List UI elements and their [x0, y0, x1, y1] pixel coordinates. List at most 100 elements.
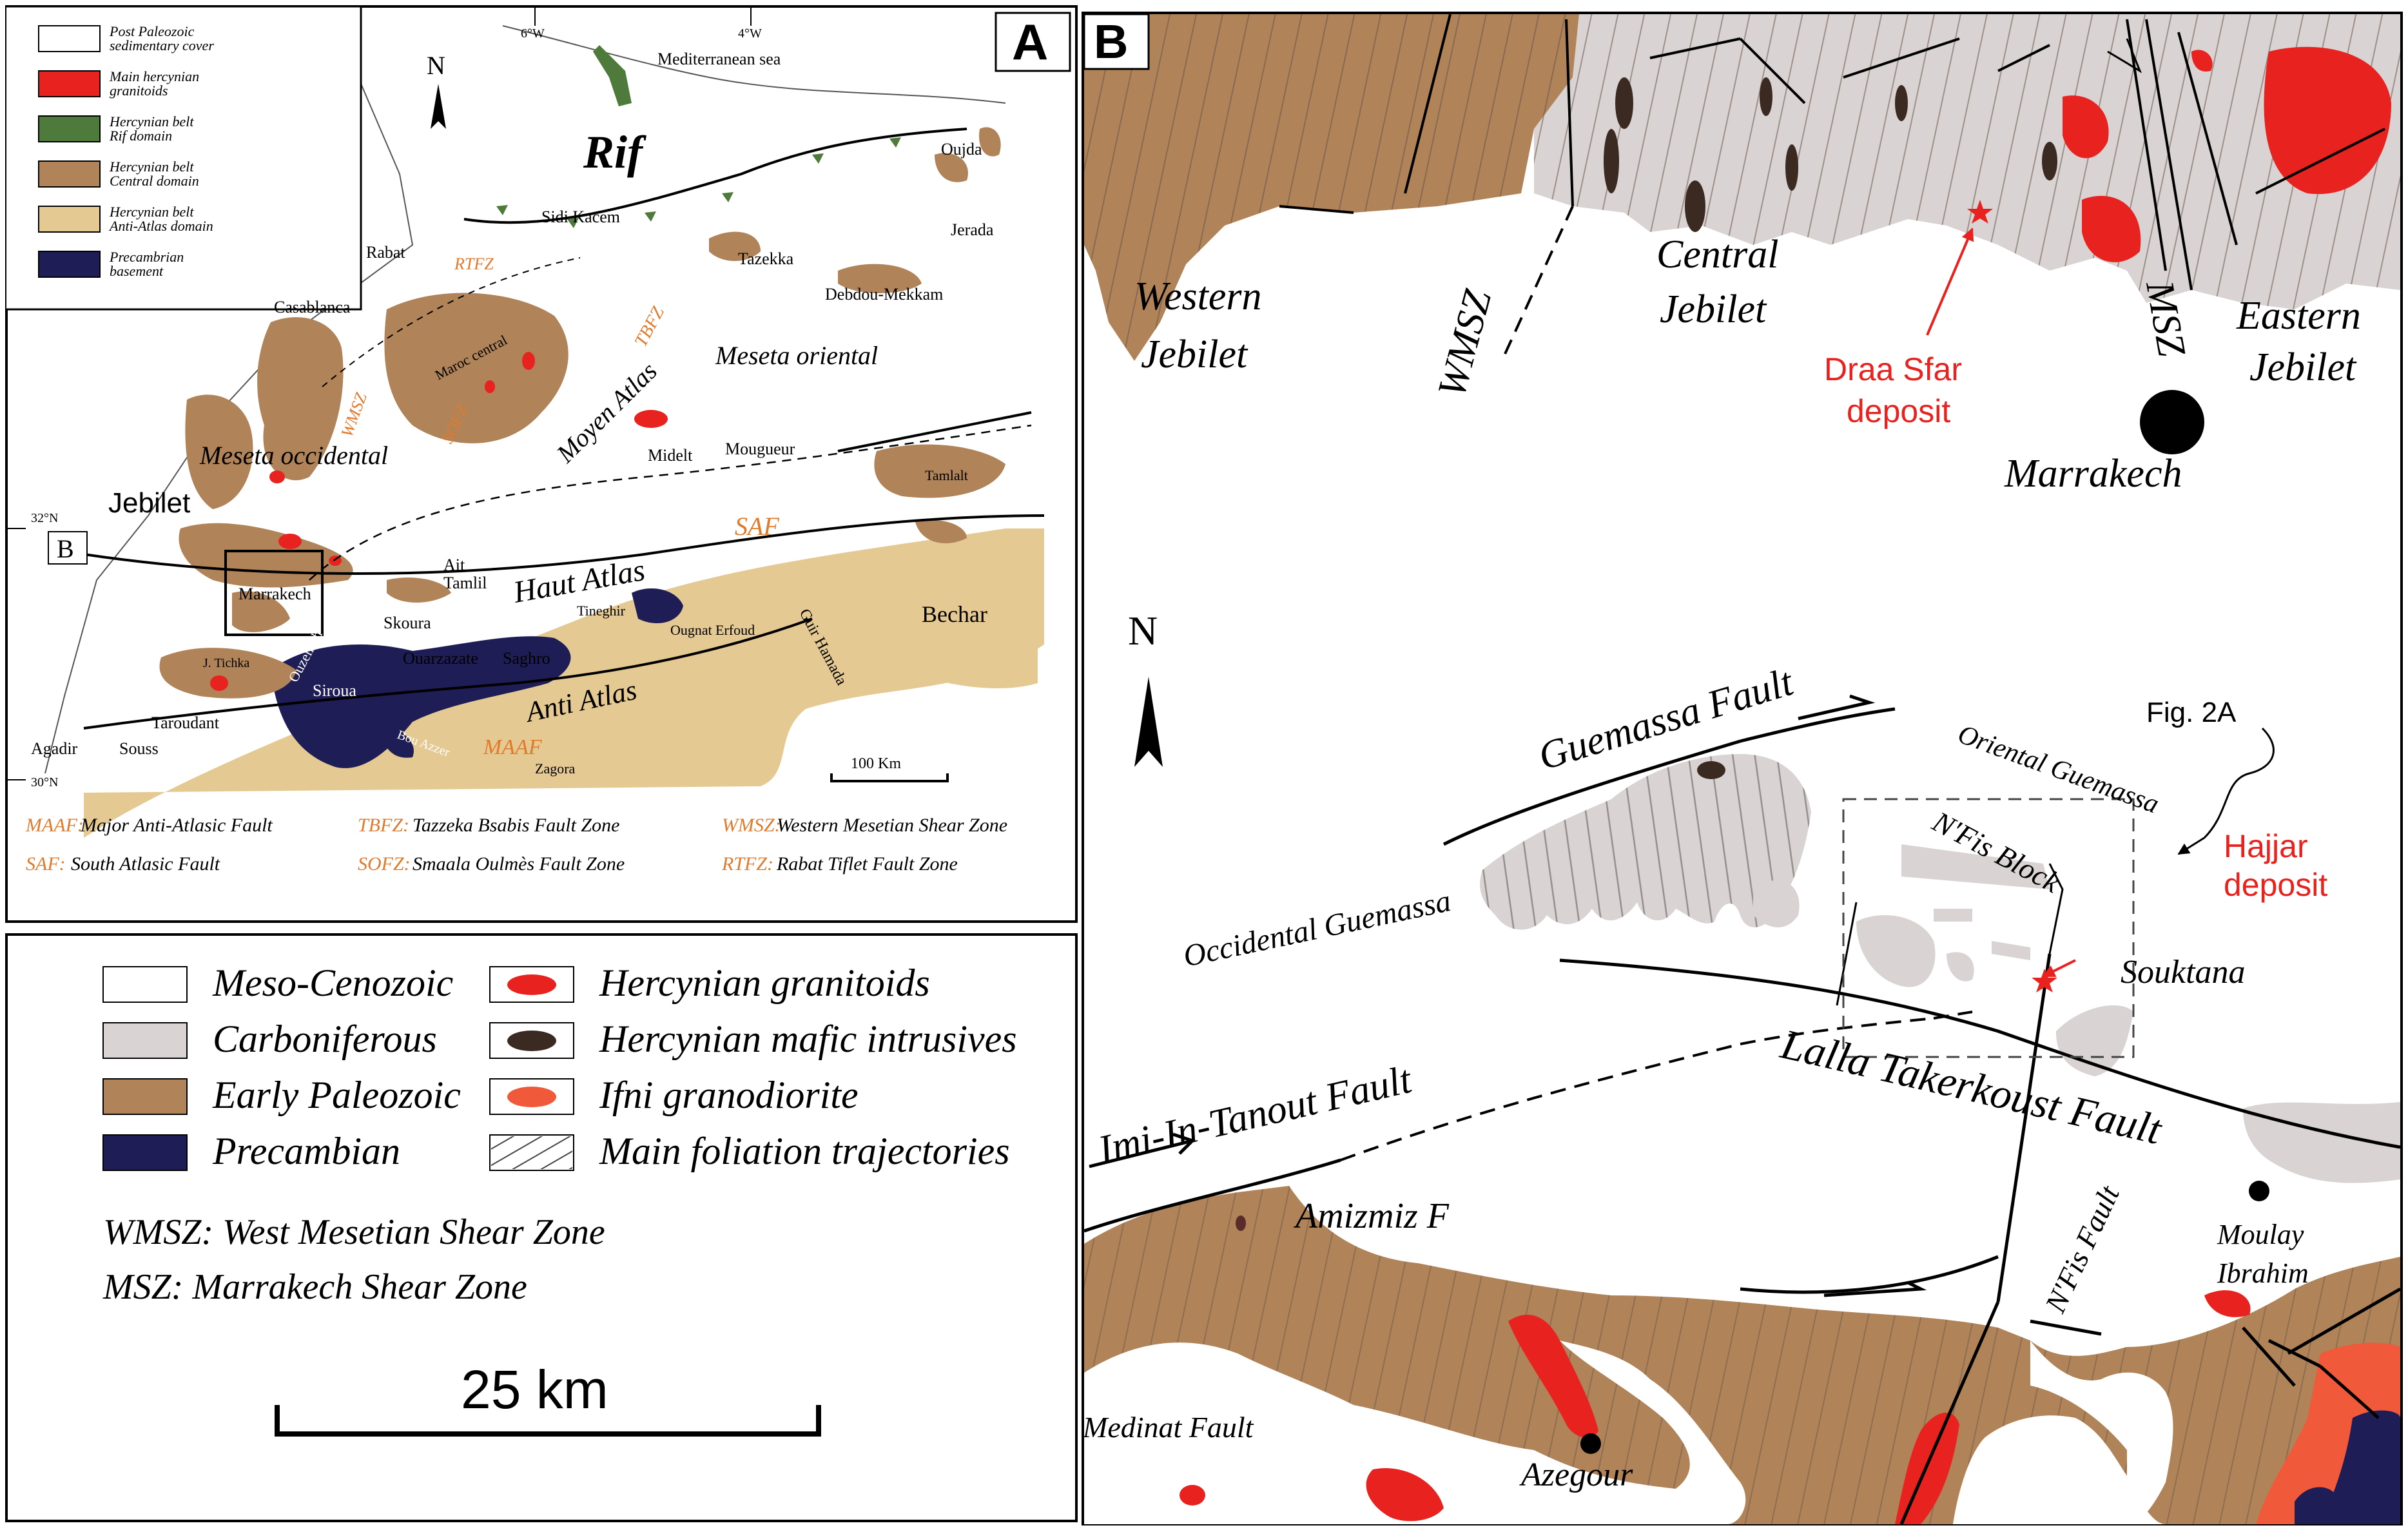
meso-cenozoic-embayments: [1084, 1341, 2173, 1524]
label-meseta-occidental: Meseta occidental: [199, 441, 388, 470]
label-ait: Ait: [443, 556, 465, 574]
graticule: 6°W 4°W 32°N 30°N: [6, 6, 762, 789]
legend-main-swatch-blob: [507, 974, 556, 995]
label-tineghir: Tineghir: [577, 603, 626, 619]
central-domain-outcrops: [159, 127, 1005, 699]
label-azegour: Azegour: [1519, 1457, 1633, 1493]
precambrian-se: [2320, 1410, 2400, 1524]
legend-a-swatch: [38, 115, 101, 142]
abbreviation-a: MAAF:Major Anti-Atlasic Fault: [25, 815, 273, 836]
svg-text:25 km: 25 km: [461, 1359, 608, 1420]
legend-main-swatch-blob: [507, 1031, 556, 1051]
shear-sense-arrows: [1089, 694, 1927, 1297]
legend-main-item: Ifni granodiorite: [489, 1074, 859, 1116]
dashed-fault-a: [309, 424, 1032, 581]
lat-32n: 32°N: [31, 511, 58, 525]
legend-main-item: Precambian: [102, 1130, 400, 1172]
abbr-code: WMSZ:: [722, 815, 781, 836]
label-debdou: Debdou-Mekkam: [825, 285, 943, 304]
label-tamlalt: Tamlalt: [925, 467, 968, 483]
rif-front-teeth: [496, 137, 901, 228]
label-ibrahim: Ibrahim: [2217, 1257, 2309, 1289]
label-j-tichka: J. Tichka: [203, 656, 249, 670]
legend-main-swatch-pattern: [491, 1136, 572, 1169]
legend-a-label: Anti-Atlas domain: [108, 218, 213, 234]
legend-main-item: Early Paleozoic: [102, 1074, 461, 1116]
legend-main-item: Meso-Cenozoic: [102, 962, 453, 1004]
label-moulay: Moulay: [2217, 1219, 2304, 1250]
north-arrow-b: N: [1128, 608, 1163, 767]
label-maaf-a: MAAF: [483, 735, 543, 759]
scale-bar-a: 100 Km: [830, 755, 949, 782]
label-skoura: Skoura: [384, 614, 431, 632]
svg-text:A: A: [1012, 14, 1048, 70]
label-hajjar-deposit: deposit: [2224, 867, 2327, 903]
label-bechar: Bechar: [922, 601, 987, 627]
panel-a: 6°W 4°W 32°N 30°N N Post Paleozoicsedime…: [5, 5, 1078, 923]
marrakech-city-dot: [2140, 390, 2204, 454]
label-ouarzazate: Ouarzazate: [403, 649, 478, 668]
legend-abbr-wmsz: WMSZ: West Mesetian Shear Zone: [103, 1212, 605, 1252]
rtfz-trace: [322, 257, 581, 387]
legend-a-swatch: [38, 160, 101, 188]
mediterranean-coast: [502, 25, 1006, 104]
legend-main-swatch: [102, 1078, 188, 1115]
abbr-code: RTFZ:: [721, 853, 773, 875]
siroua-saghro-precambrian: [271, 636, 571, 768]
mafic-intrusives-jebilet: [1604, 77, 2057, 232]
label-medinat: Medinat Fault: [1082, 1411, 1254, 1444]
label-midelt: Midelt: [648, 446, 693, 465]
legend-main-item: Carboniferous: [102, 1018, 437, 1060]
label-rabat: Rabat: [366, 243, 405, 262]
scale-bar-main: 25 km: [275, 1359, 821, 1437]
granitoid-outcrops-a: [210, 352, 668, 691]
label-erfoud: Erfoud: [715, 622, 755, 638]
granitoids-jebilet: [2063, 46, 2391, 262]
legend-main-label: Hercynian mafic intrusives: [599, 1018, 1017, 1060]
label-marrakech-b: Marrakech: [2004, 452, 2182, 496]
nfis-block-east-fault: [2048, 863, 2064, 954]
lat-30n: 30°N: [31, 775, 58, 789]
legend-main-swatch: [102, 1022, 188, 1059]
label-jerada: Jerada: [951, 220, 994, 239]
abbr-name: Smaala Oulmès Fault Zone: [413, 853, 625, 875]
precambrian-se-2: [2295, 1487, 2340, 1524]
label-siroua: Siroua: [313, 681, 356, 700]
moulay-ibrahim-dot: [2249, 1181, 2269, 1201]
label-casablanca: Casablanca: [274, 298, 351, 316]
legend-a-label: Rif domain: [109, 128, 172, 144]
abbreviation-a: WMSZ:Western Mesetian Shear Zone: [722, 815, 1007, 836]
guemassa-foliation: [1480, 754, 1811, 930]
label-souss: Souss: [119, 739, 159, 758]
label-agadir: Agadir: [31, 739, 78, 758]
azegour-dot: [1580, 1433, 1601, 1454]
label-saghro: Saghro: [503, 649, 550, 668]
legend-a-label: Precambrian: [109, 249, 184, 265]
legend-a-swatch: [38, 25, 101, 52]
label-jebilet-a: Jebilet: [108, 487, 190, 519]
bou-azzer-precambrian: [380, 722, 414, 758]
abbreviation-a: RTFZ:Rabat Tiflet Fault Zone: [721, 853, 958, 875]
legend-a-label: basement: [110, 263, 164, 279]
label-taroudant: Taroudant: [151, 713, 220, 732]
legend-main-label: Hercynian granitoids: [599, 962, 930, 1004]
legend-main-swatch: [102, 1134, 188, 1171]
wmsz-trace-b: [1500, 206, 1574, 362]
abbr-name: South Atlasic Fault: [71, 853, 220, 875]
lon-4w: 4°W: [738, 26, 762, 41]
legend-main-item: Main foliation trajectories: [489, 1130, 1010, 1172]
abbr-name: Tazzeka Bsabis Fault Zone: [413, 815, 619, 836]
legend-main-item: Hercynian granitoids: [489, 962, 930, 1004]
legend-a-label: Main hercynian: [109, 68, 199, 84]
legend-abbr-msz: MSZ: Marrakech Shear Zone: [102, 1267, 527, 1307]
abbr-name: Rabat Tiflet Fault Zone: [776, 853, 958, 875]
legend-a-label: Hercynian belt: [109, 113, 194, 130]
